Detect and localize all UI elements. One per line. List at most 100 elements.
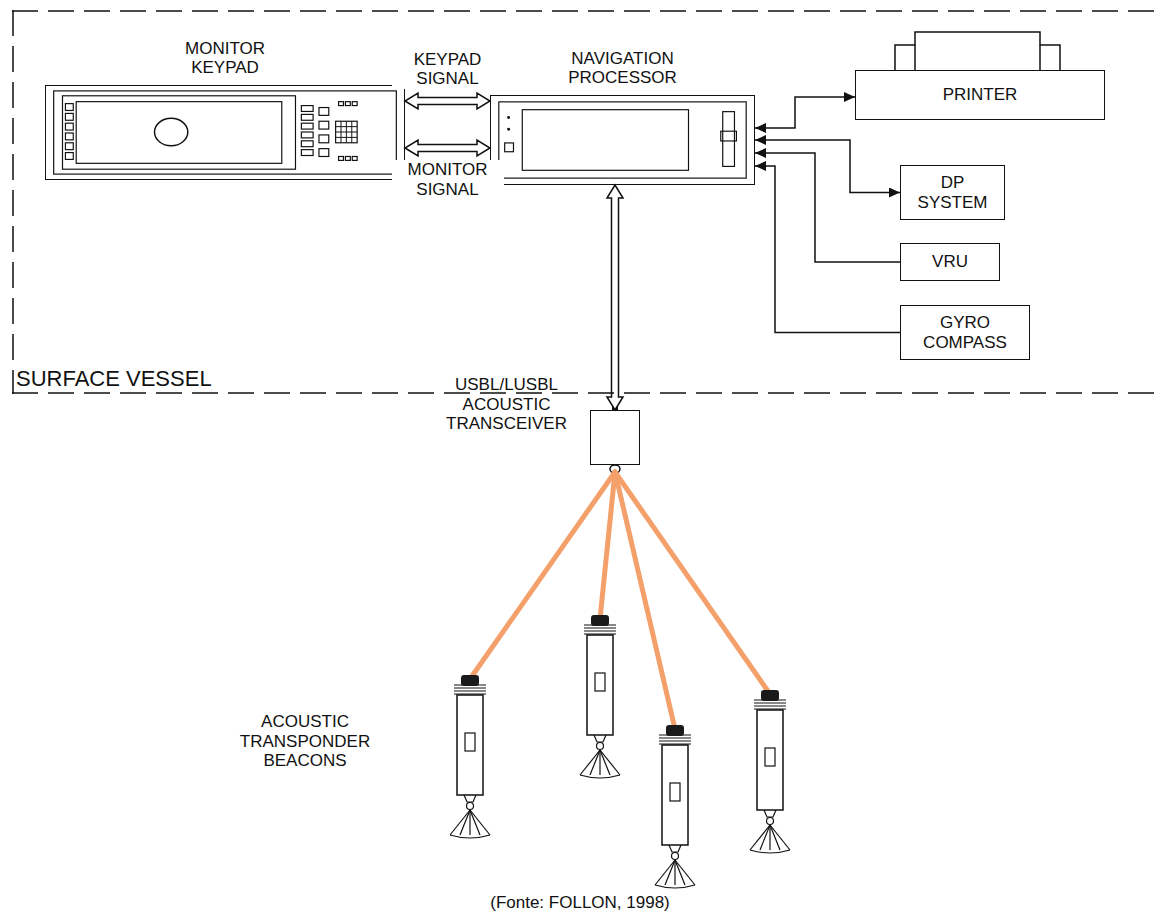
beacon-leg <box>600 750 620 775</box>
display-circle <box>155 118 188 145</box>
keypad-grid <box>351 121 352 143</box>
panel-part <box>301 141 313 147</box>
beacon-leg <box>750 825 770 850</box>
beacon-neck <box>594 735 606 742</box>
panel-part <box>65 143 73 150</box>
panel-part <box>301 106 313 112</box>
chassis-part <box>505 143 514 152</box>
panel-part <box>336 121 358 143</box>
beacon-leg <box>770 825 780 850</box>
beacon-leg <box>760 825 770 850</box>
beacon-flange <box>584 631 616 632</box>
panel-part <box>301 150 313 156</box>
panel-part <box>54 91 397 174</box>
beacon-flange <box>584 634 616 635</box>
beacon-leg <box>770 825 790 850</box>
navigation-processor: NAVIGATION PROCESSOR <box>490 95 755 185</box>
signal-arrow <box>607 185 623 410</box>
node-label: SURFACE VESSEL <box>16 366 212 391</box>
panel-part <box>65 113 73 120</box>
beacon-window <box>765 748 775 766</box>
beacon-leg <box>599 750 600 775</box>
chassis-part <box>723 112 735 167</box>
device-drawing <box>46 86 404 179</box>
node-label: NAVIGATION PROCESSOR <box>553 49 693 88</box>
chassis-part <box>721 131 737 141</box>
panel-part <box>62 96 295 169</box>
node-label: PRINTER <box>943 85 1018 105</box>
beacon-body <box>587 635 613 735</box>
beacon-body <box>757 710 783 810</box>
beacon-leg <box>450 810 470 835</box>
panel-part <box>319 149 329 157</box>
beacon-flange <box>754 706 786 707</box>
beacon-window <box>670 783 680 801</box>
node-label: DP SYSTEM <box>913 173 993 212</box>
beacon-flange <box>584 628 616 629</box>
beacon-neck <box>669 845 681 852</box>
transponder-beacon <box>750 690 790 853</box>
signal-arrow <box>405 140 490 156</box>
caption: (Fonte: FOLLON, 1998) <box>330 893 830 913</box>
panel-part <box>345 102 350 106</box>
text-holder: PRINTER <box>856 71 1104 119</box>
beacon-swivel <box>767 818 774 825</box>
data-connector <box>755 97 855 128</box>
node-label: USBL/LUSBL ACOUSTIC TRANSCEIVER <box>444 375 569 434</box>
beacon-flange <box>754 709 786 710</box>
beacon-flange <box>754 703 786 704</box>
acoustic-path <box>615 472 675 729</box>
beacon-base <box>450 835 490 838</box>
vessel-region: SURFACE VESSEL MONITOR KEYPAD NAVIGATION P… <box>12 10 1163 394</box>
vru-box: VRU <box>900 243 1000 281</box>
beacon-leg <box>580 750 600 775</box>
printer-feeder <box>895 32 1060 70</box>
beacon-flange <box>659 741 691 742</box>
node-label: GYRO COMPASS <box>915 313 1015 352</box>
acoustic-paths <box>470 472 770 729</box>
beacon-leg <box>470 810 480 835</box>
beacon-leg <box>675 860 685 885</box>
dashed-border <box>12 10 1163 12</box>
beacon-leg <box>769 825 770 850</box>
beacon-body <box>662 745 688 845</box>
dashed-border <box>12 392 1163 394</box>
beacon-swivel <box>672 853 679 860</box>
transponder-beacon <box>450 675 490 838</box>
monitor-keypad: MONITOR KEYPAD <box>45 85 405 180</box>
panel-part <box>345 156 350 160</box>
beacon-swivel <box>467 803 474 810</box>
data-connector <box>755 140 900 193</box>
acoustic-transceiver: USBL/LUSBL ACOUSTIC TRANSCEIVER <box>590 410 640 465</box>
chassis-part <box>499 102 746 178</box>
beacon-leg <box>460 810 470 835</box>
beacon-leg <box>469 810 470 835</box>
signal-arrow <box>405 93 490 109</box>
acoustic-path <box>615 472 770 694</box>
beacon-cap <box>591 615 609 626</box>
panel-part <box>339 156 344 160</box>
beacon-flange <box>659 744 691 745</box>
panel-part <box>319 135 329 143</box>
part-label: ACOUSTIC TRANSPONDER BEACONS <box>215 712 395 771</box>
data-connector <box>755 166 900 333</box>
node-label: MONITOR KEYPAD <box>170 39 280 78</box>
beacon-leg <box>665 860 675 885</box>
dp-system-box: DP SYSTEM <box>900 165 1005 220</box>
panel-part <box>319 121 329 129</box>
beacon-leg <box>590 750 600 775</box>
panel-part <box>76 102 282 164</box>
beacon-leg <box>470 810 490 835</box>
panel-part <box>65 123 73 130</box>
beacon-swivel <box>597 743 604 750</box>
keypad-grid <box>336 132 358 133</box>
panel-part <box>352 102 357 106</box>
panel-part <box>319 108 329 116</box>
signal-label: MONITOR SIGNAL <box>392 160 504 199</box>
text-holder: DP SYSTEM <box>901 166 1004 219</box>
keypad-grid <box>336 137 358 138</box>
beacon-leg <box>675 860 695 885</box>
